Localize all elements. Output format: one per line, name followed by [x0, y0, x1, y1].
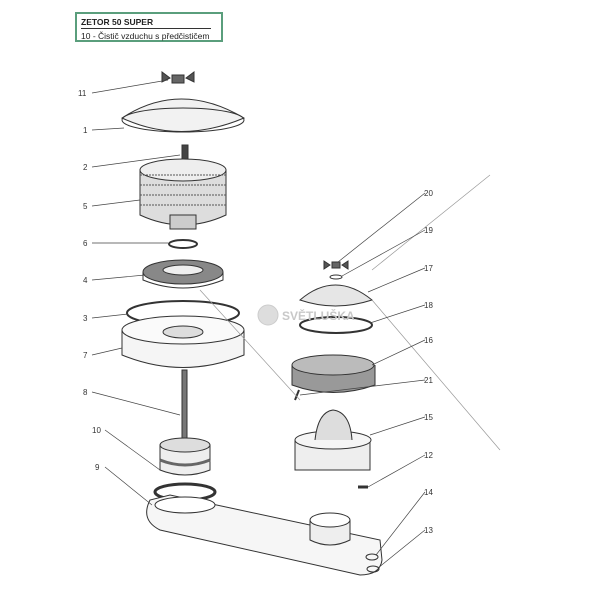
intake-body	[146, 494, 383, 576]
leader-lines	[91, 79, 426, 569]
washer-19	[329, 274, 343, 280]
tube-10	[159, 437, 211, 476]
part-label: 1	[83, 126, 88, 135]
wing-nut-11	[161, 71, 195, 84]
part-label: 10	[92, 426, 101, 435]
part-label: 8	[83, 388, 88, 397]
filter-mesh-5	[139, 144, 227, 230]
part-label: 11	[78, 89, 87, 98]
section-subtitle: 10 - Čistič vzduchu s předčističem	[81, 31, 210, 41]
cyclone-15	[294, 409, 372, 471]
cover-1	[120, 98, 246, 133]
part-label: 12	[424, 451, 433, 460]
title-box: ZETOR 50 SUPER 10 - Čistič vzduchu s pře…	[75, 12, 223, 42]
svg-text:SVĚTLUŠKA: SVĚTLUŠKA	[282, 308, 355, 323]
rod-8	[181, 369, 188, 441]
part-label: 6	[83, 239, 88, 248]
part-label: 5	[83, 202, 88, 211]
pre-filter-4	[142, 259, 224, 289]
part-label: 4	[83, 276, 88, 285]
washer-13	[366, 565, 380, 573]
nut-14	[365, 553, 379, 561]
watermark: SVĚTLUŠKA	[257, 304, 355, 326]
oil-bowl-7	[121, 315, 245, 368]
part-label: 20	[424, 189, 433, 198]
part-label: 13	[424, 526, 433, 535]
pin-21	[294, 389, 300, 401]
part-label: 17	[424, 264, 433, 273]
ring-18	[299, 316, 373, 334]
part-label: 16	[424, 336, 433, 345]
model-title: ZETOR 50 SUPER	[81, 17, 211, 29]
part-label: 18	[424, 301, 433, 310]
part-label: 19	[424, 226, 433, 235]
part-label: 15	[424, 413, 433, 422]
seal-6	[168, 239, 198, 249]
part-label: 14	[424, 488, 433, 497]
part-label: 9	[95, 463, 100, 472]
cap-17	[299, 284, 374, 307]
part-label: 3	[83, 314, 88, 323]
mesh-16	[291, 354, 376, 393]
wing-nut-20	[323, 260, 349, 270]
part-label: 21	[424, 376, 433, 385]
part-label: 7	[83, 351, 88, 360]
part-label: 2	[83, 163, 88, 172]
